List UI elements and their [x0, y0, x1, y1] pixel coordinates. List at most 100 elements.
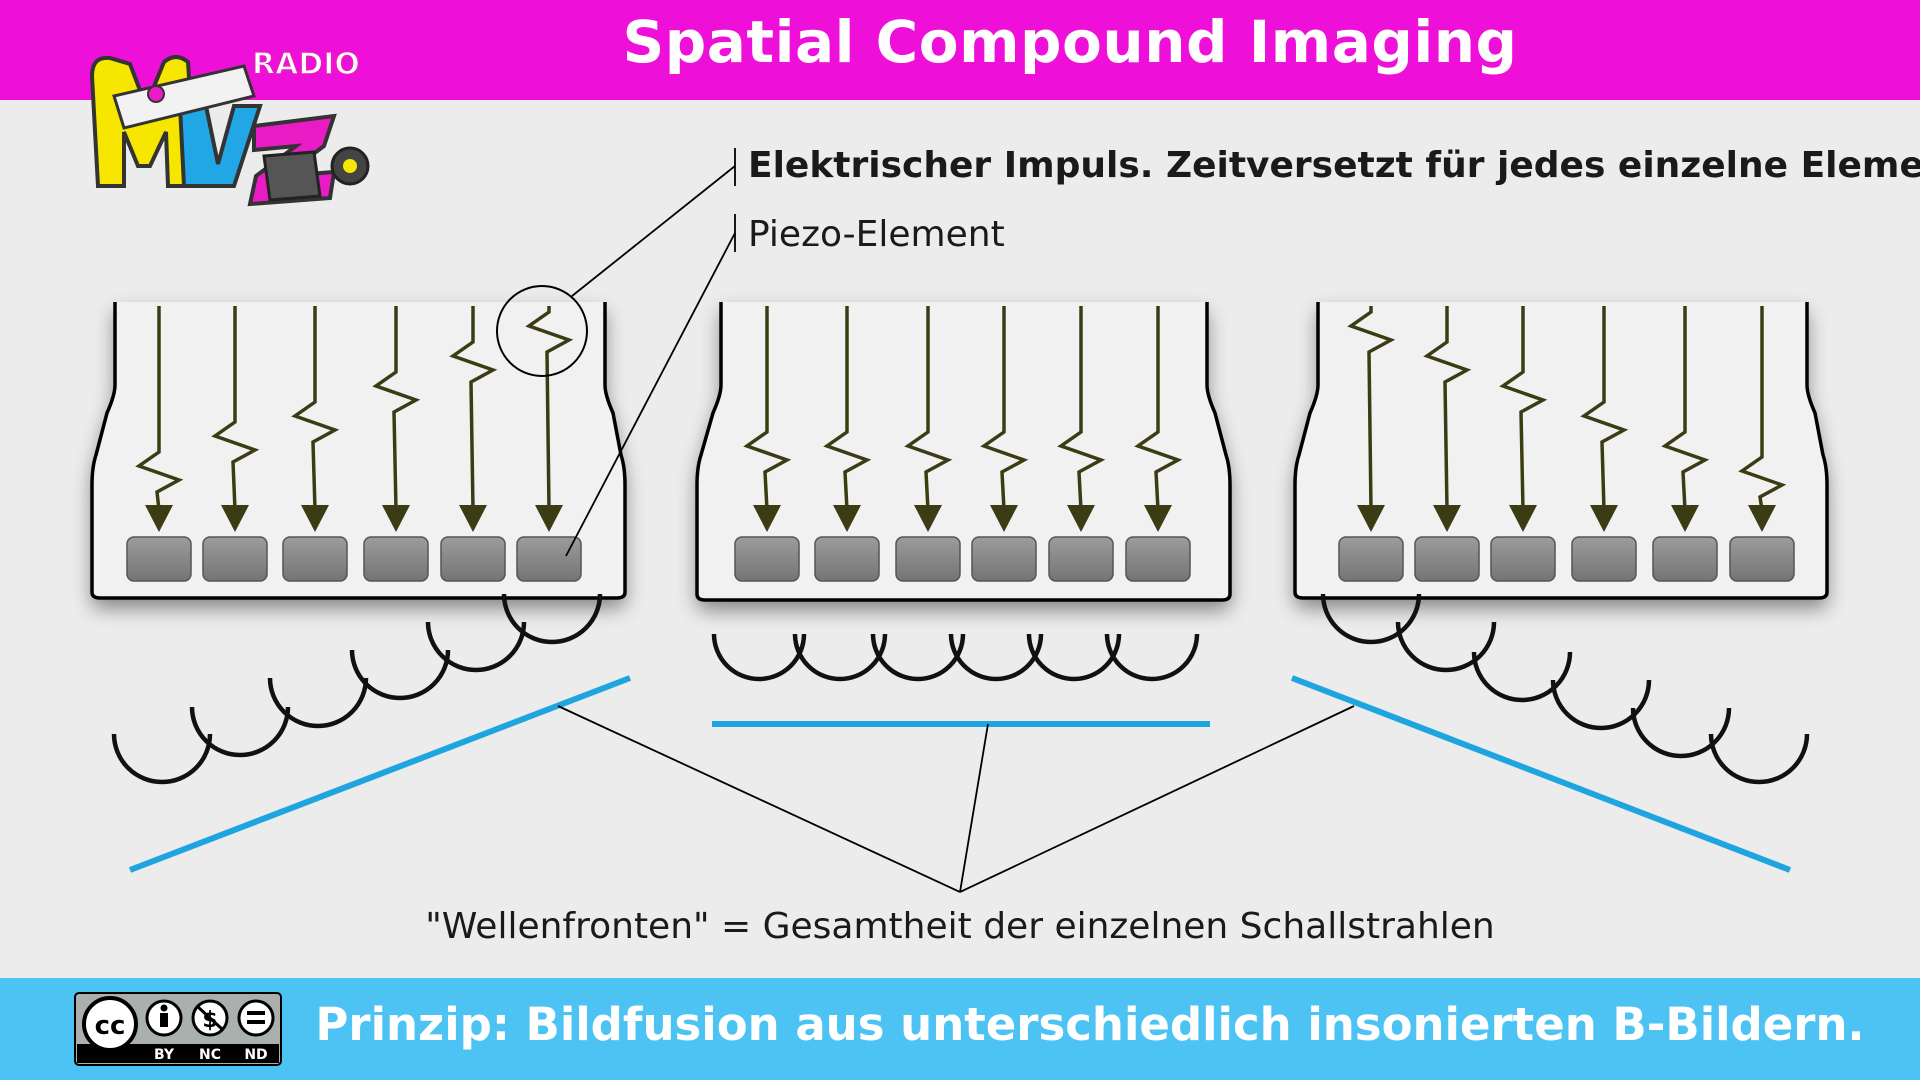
impulse-arrow [1134, 306, 1183, 511]
arrow-head [1067, 505, 1095, 532]
piezo-element [516, 536, 582, 582]
piezo-element [1125, 536, 1191, 582]
header-bar: Spatial Compound Imaging [0, 0, 1920, 100]
transducer-right [1293, 302, 1829, 600]
impulse-pointer-line [571, 165, 736, 297]
piezo-element [1571, 536, 1637, 582]
footer-caption: Prinzip: Bildfusion aus unterschiedlich … [315, 998, 1865, 1051]
arrow-head [535, 505, 563, 532]
impulse-arrow [525, 306, 574, 511]
svg-text:cc: cc [95, 1011, 126, 1041]
radio-mvz-logo-icon: RADIO [89, 46, 370, 207]
arrow-head [145, 505, 173, 532]
wavelet-center [711, 633, 807, 682]
wavelet-center [948, 633, 1044, 682]
wavelet-right [1471, 651, 1573, 703]
wavelet-right [1550, 679, 1652, 731]
transducer-housing-fill [1295, 302, 1827, 598]
wavefront-pointer-left [557, 705, 961, 893]
impulse-arrow [1347, 306, 1396, 511]
transducer-layer [90, 302, 1829, 602]
wavelet-left [349, 649, 451, 701]
piezo-element [202, 536, 268, 582]
transducer-center [695, 302, 1232, 602]
piezo-element [1338, 536, 1404, 582]
arrow-head [1144, 505, 1172, 532]
piezo-element [971, 536, 1037, 582]
transducer-housing-outline [90, 302, 627, 600]
arrow-head [833, 505, 861, 532]
logo-text: RADIO [252, 47, 360, 82]
wavelet-center [1104, 633, 1200, 682]
wavelet-right [1320, 593, 1422, 645]
arrow-head [1748, 505, 1776, 532]
impulse-arrow [823, 306, 872, 511]
wavelet-left [501, 593, 603, 645]
transducer-left [90, 302, 627, 600]
transducer-housing-outline [1293, 302, 1829, 600]
wavelet-center [1026, 633, 1122, 682]
piezo-element [895, 536, 961, 582]
impulse-arrow [1499, 306, 1548, 511]
piezo-element [363, 536, 429, 582]
impulse-arrow [449, 306, 498, 511]
arrow-head [914, 505, 942, 532]
cc-nd-label: ND [244, 1047, 267, 1063]
cc-license-badge: cc $ BY NC ND [74, 992, 282, 1066]
wavefront-left [128, 675, 632, 873]
arrow-head [382, 505, 410, 532]
impulse-highlight-circle [496, 285, 588, 377]
wavelet-center [792, 633, 888, 682]
radio-logo: RADIO [84, 36, 384, 226]
wavefront-right [1290, 675, 1792, 873]
wavelet-right [1708, 733, 1810, 785]
impulse-arrow [211, 306, 260, 511]
impulse-arrow [1580, 306, 1629, 511]
piezo-element [734, 536, 800, 582]
wavelet-left [267, 677, 369, 729]
piezo-element [1729, 536, 1795, 582]
cc-by-label: BY [154, 1047, 175, 1063]
impulse-arrow [904, 306, 953, 511]
piezo-element [282, 536, 348, 582]
wavelet-left [189, 706, 291, 758]
arrow-head [459, 505, 487, 532]
arrow-head [1357, 505, 1385, 532]
transducer-housing-fill [92, 302, 625, 598]
arrow-head [301, 505, 329, 532]
pointer-layer [496, 148, 1355, 893]
arrow-head [753, 505, 781, 532]
piezo-element [1048, 536, 1114, 582]
transducer-housing-outline [695, 302, 1232, 602]
wave-layer [111, 593, 1810, 873]
impulse-arrow [291, 306, 340, 511]
wavelet-right [1630, 707, 1732, 759]
transducer-housing-fill [697, 302, 1230, 600]
wavefront-pointer-right [959, 705, 1355, 893]
impulse-arrow [1057, 306, 1106, 511]
wavefront-pointer-center [959, 723, 989, 893]
impulse-arrow [1423, 306, 1472, 511]
piezo-element [1490, 536, 1556, 582]
arrow-head [1433, 505, 1461, 532]
piezo-element [1414, 536, 1480, 582]
impulse-arrow [135, 306, 184, 511]
wavefronts-label: "Wellenfronten" = Gesamtheit der einzeln… [425, 906, 1494, 947]
footer-bar: Prinzip: Bildfusion aus unterschiedlich … [0, 978, 1920, 1080]
impulse-arrow [372, 306, 421, 511]
arrow-head [1509, 505, 1537, 532]
arrow-head [990, 505, 1018, 532]
impulse-arrow [980, 306, 1029, 511]
arrow-head [1590, 505, 1618, 532]
piezo-pointer-line [565, 232, 736, 557]
impulse-arrow [743, 306, 792, 511]
piezo-element [1652, 536, 1718, 582]
cc-nc-label: NC [199, 1047, 221, 1063]
arrow-head [1671, 505, 1699, 532]
piezo-label: Piezo-Element [748, 214, 1005, 255]
arrow-head [221, 505, 249, 532]
cc-by-nc-nd-icon: cc $ BY NC ND [74, 992, 282, 1066]
wavelet-left [111, 733, 213, 785]
